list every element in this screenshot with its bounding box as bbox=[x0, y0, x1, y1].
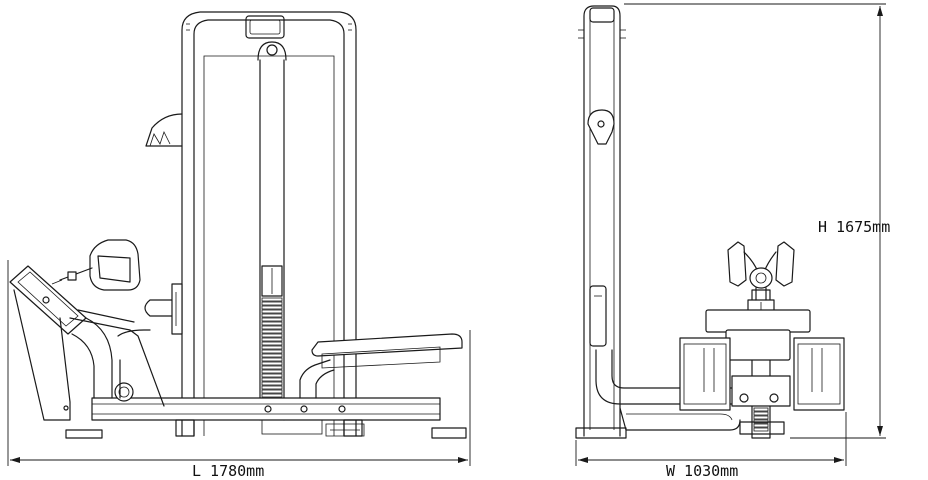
front-seat bbox=[679, 309, 845, 411]
seat-pad bbox=[299, 333, 463, 399]
handle-holder bbox=[145, 113, 183, 147]
weight-plate bbox=[261, 325, 283, 330]
side-view: L 1780mm bbox=[7, 11, 471, 480]
front-weight-plate bbox=[753, 411, 769, 416]
height-dimension bbox=[624, 3, 886, 439]
weight-plate bbox=[261, 381, 283, 386]
top-nameplate bbox=[245, 15, 285, 39]
width-label: W 1030mm bbox=[666, 462, 738, 480]
weight-plate bbox=[261, 389, 283, 394]
weight-plate bbox=[261, 357, 283, 362]
weight-plate bbox=[261, 361, 283, 366]
front-view: H 1675mm W 1030mm bbox=[575, 3, 890, 480]
weight-plate bbox=[261, 365, 283, 370]
weight-plate bbox=[261, 301, 283, 306]
weight-plate bbox=[261, 345, 283, 350]
weight-plate bbox=[261, 321, 283, 326]
pulley-arm bbox=[69, 283, 183, 407]
front-tower bbox=[575, 5, 627, 439]
base-frame bbox=[65, 397, 467, 439]
front-weight-plate bbox=[753, 427, 769, 432]
front-row-handle bbox=[727, 241, 795, 301]
weight-plate bbox=[261, 341, 283, 346]
front-weight-plate bbox=[753, 407, 769, 412]
weight-plate bbox=[261, 349, 283, 354]
weight-tower bbox=[181, 11, 357, 437]
length-dimension bbox=[7, 260, 471, 466]
weight-plate bbox=[261, 313, 283, 318]
weight-plate bbox=[261, 373, 283, 378]
weight-plate bbox=[261, 305, 283, 310]
weight-plate bbox=[261, 353, 283, 358]
height-label: H 1675mm bbox=[818, 218, 890, 236]
weight-plate bbox=[261, 337, 283, 342]
weight-plate bbox=[261, 377, 283, 382]
length-label: L 1780mm bbox=[192, 462, 264, 480]
weight-plate bbox=[261, 309, 283, 314]
weight-plate bbox=[261, 317, 283, 322]
weight-plate bbox=[261, 329, 283, 334]
weight-plate bbox=[261, 393, 283, 398]
top-pulley bbox=[257, 41, 287, 61]
weight-plate bbox=[261, 297, 283, 302]
weight-plate bbox=[261, 385, 283, 390]
footrest bbox=[9, 265, 113, 421]
width-dimension bbox=[575, 412, 847, 466]
weight-stack bbox=[261, 265, 283, 398]
front-weight-plate bbox=[753, 415, 769, 420]
front-weight-plate bbox=[753, 423, 769, 428]
row-handle bbox=[51, 239, 141, 291]
weight-plate bbox=[261, 369, 283, 374]
weight-plate bbox=[261, 333, 283, 338]
